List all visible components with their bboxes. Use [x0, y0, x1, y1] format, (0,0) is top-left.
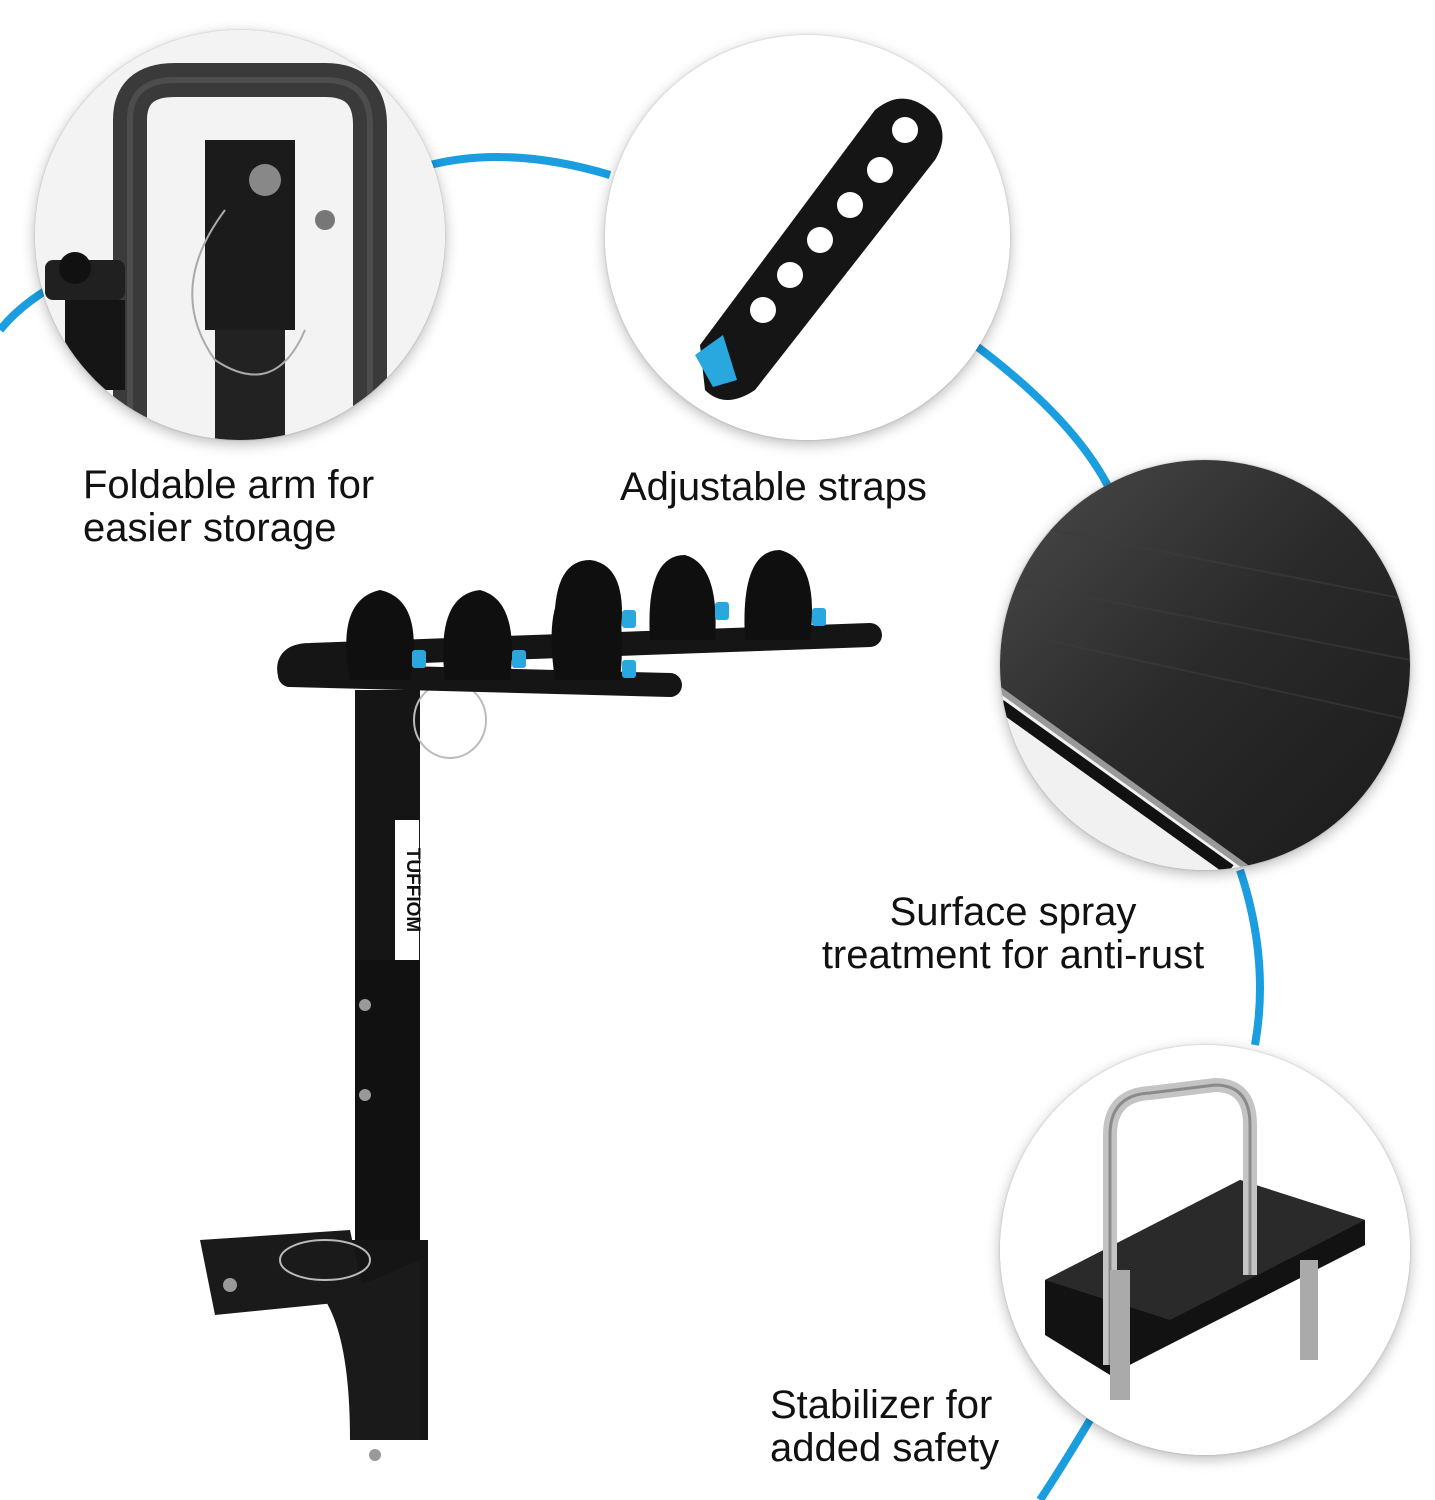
caption-line: treatment for anti-rust [821, 933, 1205, 977]
coated-steel-closeup-icon [1000, 460, 1410, 870]
caption-line: added safety [770, 1426, 1000, 1470]
caption-adjustable-straps: Adjustable straps [620, 466, 927, 509]
foldable-arm-closeup-icon [35, 30, 445, 440]
caption-line: Stabilizer for [770, 1383, 993, 1427]
caption-surface-spray: Surface spray treatment for anti-rust [808, 891, 1218, 977]
u-bolt-stabilizer-closeup-icon [1000, 1045, 1410, 1455]
caption-stabilizer: Stabilizer for added safety [770, 1384, 999, 1470]
caption-line: Foldable arm for [83, 463, 375, 507]
bike-rack-product-image: TUFFIOM [200, 550, 882, 1461]
rubber-strap-closeup-icon [605, 35, 1010, 440]
caption-line: Adjustable straps [620, 465, 927, 509]
brand-label: TUFFIOM [402, 848, 423, 932]
caption-line: easier storage [83, 506, 337, 550]
caption-line: Surface spray [889, 890, 1137, 934]
caption-foldable-arm: Foldable arm for easier storage [83, 464, 374, 550]
